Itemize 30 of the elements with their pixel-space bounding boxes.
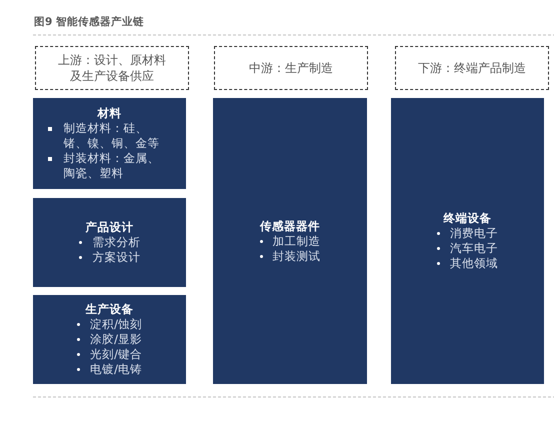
panel-heading: 材料 <box>98 106 122 121</box>
panel-heading: 生产设备 <box>86 302 134 317</box>
category-panel <box>33 98 186 189</box>
category-panel <box>213 98 367 384</box>
panel-heading: 传感器器件 <box>260 218 320 234</box>
list-item-text: 制造材料：硅、锗、镍、铜、金等 <box>64 121 160 151</box>
stage-heading: 中游：生产制造 <box>249 60 333 76</box>
panel-heading: 终端设备 <box>444 211 492 226</box>
list-item-text: 需求分析 <box>92 235 140 250</box>
list-item-text: 电镀/电铸 <box>90 362 142 377</box>
list-item-text: 其他领域 <box>450 256 498 271</box>
list-item-text: 封装测试 <box>272 248 320 264</box>
list-item-text: 汽车电子 <box>450 241 498 256</box>
dashed-stage-frame <box>214 46 368 90</box>
dashed-stage-frame <box>35 46 189 90</box>
panel-heading: 产品设计 <box>86 220 134 235</box>
category-panel <box>33 295 186 384</box>
list-item-text: 消费电子 <box>450 226 498 241</box>
stage-heading: 下游：终端产品制造 <box>418 60 526 76</box>
category-panel <box>33 198 186 287</box>
list-item-text: 加工制造 <box>272 234 320 248</box>
list-item-text: 方案设计 <box>92 250 140 265</box>
list-item-text: 光刻/键合 <box>90 347 142 362</box>
category-panel <box>391 98 544 384</box>
list-item-text: 封装材料：金属、陶瓷、塑料 <box>64 151 160 181</box>
stage-heading: 上游：设计、原材料及生产设备供应 <box>57 52 167 84</box>
figure-title: 图9 智能传感器产业链 <box>34 15 144 29</box>
dashed-stage-frame <box>395 46 549 90</box>
list-item-text: 淀积/蚀刻 <box>90 317 142 332</box>
list-item-text: 涂胶/显影 <box>90 332 142 347</box>
